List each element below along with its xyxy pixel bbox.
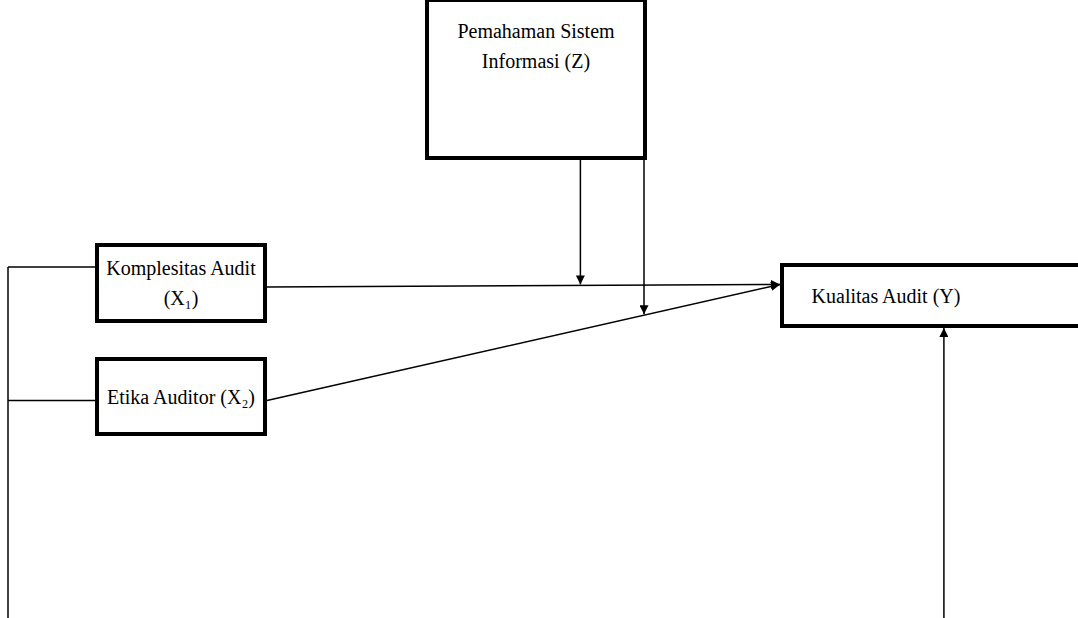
variable-label: Kualitas Audit (Y)	[812, 281, 961, 311]
variable-box: Etika Auditor (X₂)	[95, 357, 267, 436]
path-arrow	[267, 284, 780, 400]
simultaneous-arrow	[943, 328, 945, 618]
variable-label: Etika Auditor (X₂)	[107, 382, 255, 412]
bracket-line	[8, 400, 95, 402]
variable-label: Pemahaman Sistem Informasi (Z)	[446, 16, 626, 76]
bracket-line	[7, 267, 9, 618]
bracket-line	[8, 266, 95, 268]
variable-box: Kualitas Audit (Y)	[780, 263, 1078, 328]
moderation-arrow	[580, 160, 582, 284]
variable-box: Komplesitas Audit (X₁)	[95, 243, 267, 323]
variable-box: Pemahaman Sistem Informasi (Z)	[425, 0, 647, 160]
path-arrow	[267, 284, 780, 287]
moderation-arrow	[643, 160, 645, 314]
variable-label: Komplesitas Audit (X₁)	[106, 253, 256, 313]
